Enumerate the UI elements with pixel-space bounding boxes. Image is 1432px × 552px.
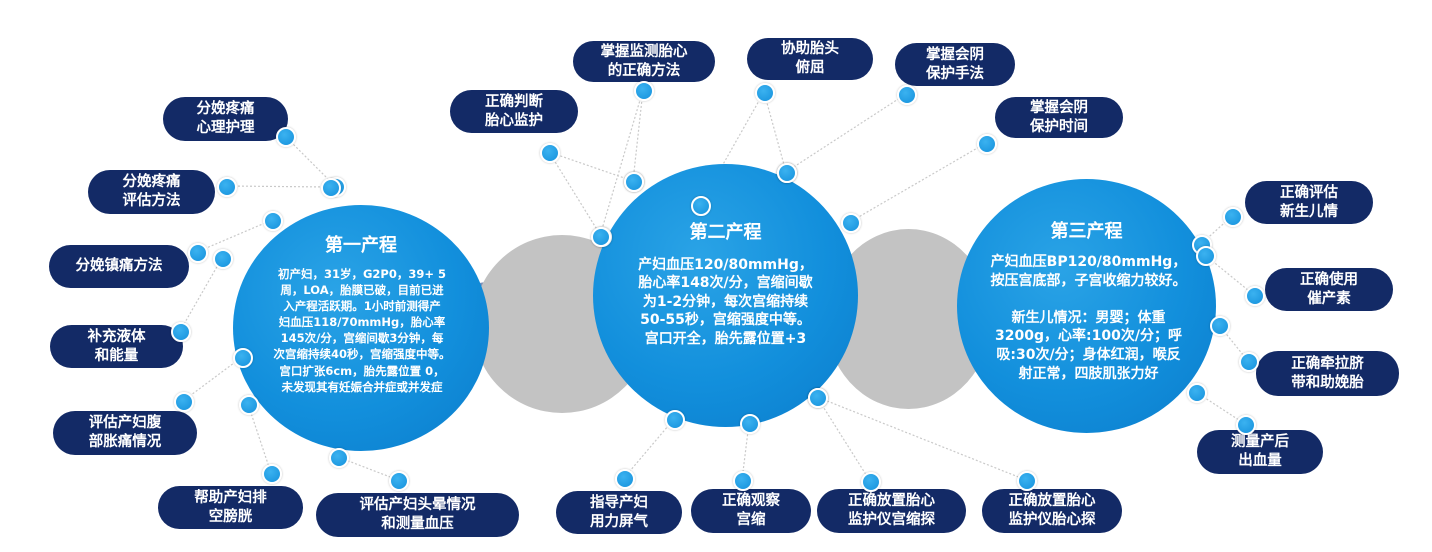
node-pill-16: 正确放置胎心 监护仪胎心探 (982, 489, 1122, 533)
node-pill-2: 分娩疼痛 评估方法 (88, 170, 215, 214)
target-dot (624, 172, 644, 192)
target-dot (808, 388, 828, 408)
connector-line (225, 183, 332, 191)
node-dot (171, 322, 191, 342)
node-pill-20: 测量产后 出血量 (1197, 430, 1323, 474)
node-dot (276, 127, 296, 147)
node-dot (1239, 352, 1259, 372)
target-dot (1196, 246, 1216, 266)
node-pill-7: 评估产妇头晕情况 和测量血压 (316, 493, 519, 537)
node-dot (262, 464, 282, 484)
target-dot (233, 348, 253, 368)
node-dot (1017, 471, 1037, 491)
connector-line (741, 421, 752, 481)
node-pill-15: 正确放置胎心 监护仪宫缩探 (817, 489, 966, 533)
connector-line (848, 142, 987, 223)
node-dot (1223, 207, 1243, 227)
stage-2-description: 产妇血压120/80mmHg， 胎心率148次/分，宫缩间歇 为1-2分钟，每次… (638, 257, 813, 347)
node-pill-10: 协助胎头 俯屈 (747, 38, 873, 80)
node-pill-19: 正确牵拉脐 带和助娩胎 (1256, 351, 1399, 396)
stage-1-title: 第一产程 (325, 235, 397, 256)
node-pill-3: 分娩镇痛方法 (49, 245, 189, 288)
node-dot (615, 469, 635, 489)
target-dot (239, 395, 259, 415)
connector-line (598, 89, 644, 238)
target-dot (665, 410, 685, 430)
stage-1-description: 初产妇，31岁，G2P0，39+ 5 周，LOA，胎膜已破，目前已进 入产程活跃… (273, 267, 451, 394)
target-dot (213, 249, 233, 269)
node-pill-11: 掌握会阴 保护手法 (895, 43, 1015, 86)
node-pill-14: 正确观察 宫缩 (691, 489, 811, 533)
connector-line (548, 151, 635, 183)
node-dot (977, 134, 997, 154)
target-dot (1187, 383, 1207, 403)
node-dot (733, 471, 753, 491)
node-dot (1236, 415, 1256, 435)
stage-3-description: 产妇血压BP120/80mmHg， 按压宫底部，子宫收缩力较好。 新生儿情况：男… (990, 254, 1187, 382)
connector-line (763, 91, 788, 174)
target-dot (321, 178, 341, 198)
target-dot (777, 163, 797, 183)
connector-line (816, 395, 871, 482)
node-dot (174, 392, 194, 412)
connector-line (784, 93, 907, 173)
target-dot (329, 448, 349, 468)
stage-3-title: 第三产程 (1050, 221, 1123, 242)
node-dot (1245, 286, 1265, 306)
stage-3-circle: 第三产程 产妇血压BP120/80mmHg， 按压宫底部，子宫收缩力较好。 新生… (957, 179, 1216, 433)
node-dot (634, 81, 654, 101)
node-dot (897, 85, 917, 105)
target-dot (691, 196, 711, 216)
node-dot (188, 243, 208, 263)
target-dot (740, 414, 760, 434)
node-dot (540, 143, 560, 163)
connector-line (1200, 215, 1233, 245)
node-pill-18: 正确使用 催产素 (1265, 268, 1393, 311)
target-dot (841, 213, 861, 233)
node-dot (861, 472, 881, 492)
connector-line (182, 356, 243, 402)
connector-line (196, 219, 274, 253)
node-dot (755, 83, 775, 103)
stage-2-circle: 第二产程 产妇血压120/80mmHg， 胎心率148次/分，宫缩间歇 为1-2… (593, 164, 858, 427)
connector-line (246, 402, 272, 474)
node-pill-12: 掌握会阴 保护时间 (995, 97, 1123, 138)
connector-line (815, 395, 1027, 481)
stage-2-title: 第二产程 (689, 222, 762, 243)
node-pill-6: 帮助产妇排 空膀胱 (158, 486, 303, 529)
node-pill-13: 指导产妇 用力屏气 (556, 491, 682, 534)
node-pill-8: 正确判断 胎心监护 (450, 90, 578, 133)
connector-line (548, 151, 602, 238)
target-dot (1210, 316, 1230, 336)
node-pill-1: 分娩疼痛 心理护理 (163, 97, 288, 141)
stage-1-circle: 第一产程 初产妇，31岁，G2P0，39+ 5 周，LOA，胎膜已破，目前已进 … (233, 205, 489, 451)
node-dot (217, 177, 237, 197)
node-pill-4: 补充液体 和能量 (50, 325, 183, 368)
target-dot (591, 227, 611, 247)
connector-line (630, 89, 644, 183)
node-pill-9: 掌握监测胎心 的正确方法 (573, 41, 715, 82)
target-dot (263, 211, 283, 231)
node-pill-17: 正确评估 新生儿情 (1245, 181, 1373, 224)
connector-line (623, 418, 675, 479)
node-dot (389, 471, 409, 491)
node-pill-5: 评估产妇腹 部胀痛情况 (53, 411, 197, 455)
